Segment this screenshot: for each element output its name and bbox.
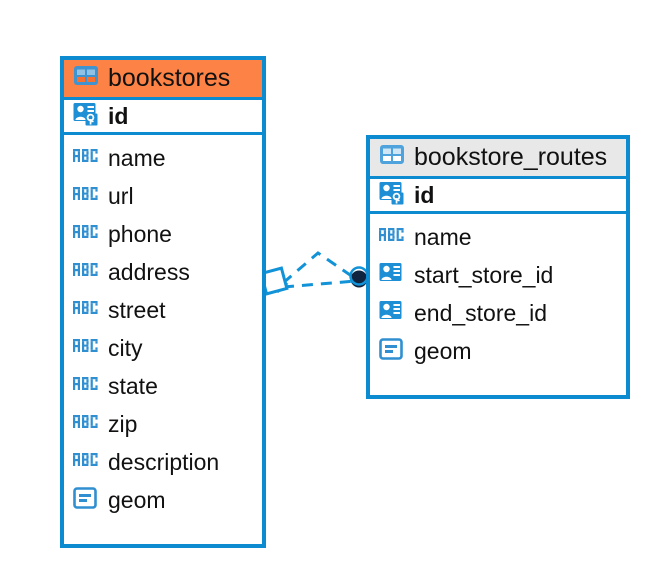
field-row-geom[interactable]: geom: [64, 481, 262, 519]
field-row-address[interactable]: address: [64, 253, 262, 291]
field-label: start_store_id: [414, 261, 554, 288]
field-row-primary-key[interactable]: id: [370, 176, 626, 215]
field-label: geom: [108, 486, 166, 513]
relationship-line-lower: [282, 279, 357, 289]
abc-text-icon: [73, 453, 99, 471]
field-row-street[interactable]: street: [64, 291, 262, 329]
field-label: street: [108, 296, 166, 323]
field-row-geom[interactable]: geom: [370, 332, 626, 370]
field-label: city: [108, 334, 143, 361]
abc-text-icon: [73, 339, 99, 357]
abc-text-icon: [73, 415, 99, 433]
field-label: zip: [108, 410, 138, 437]
abc-text-icon: [73, 225, 99, 243]
foreign-key-icon: [379, 262, 405, 288]
field-label: name: [414, 223, 472, 250]
field-label: phone: [108, 220, 172, 247]
entity-header-bookstore-routes[interactable]: bookstore_routes: [370, 139, 626, 177]
abc-text-icon: [73, 301, 99, 319]
field-row-primary-key[interactable]: id: [64, 97, 262, 136]
table-grid-icon: [379, 144, 405, 170]
field-row-zip[interactable]: zip: [64, 405, 262, 443]
entity-table-bookstore-routes[interactable]: bookstore_routes: [366, 135, 630, 399]
field-label: url: [108, 182, 134, 209]
field-row-phone[interactable]: phone: [64, 215, 262, 253]
field-row-url[interactable]: url: [64, 177, 262, 215]
field-row-description[interactable]: description: [64, 443, 262, 481]
field-label: name: [108, 144, 166, 171]
field-row-city[interactable]: city: [64, 329, 262, 367]
relationship-diamond-tail: [276, 275, 289, 294]
field-label: geom: [414, 337, 472, 364]
relationship-endpoint-ring: [349, 266, 369, 286]
entity-header-bookstores[interactable]: bookstores: [64, 60, 262, 98]
primary-key-icon: [379, 181, 405, 210]
field-row-name[interactable]: name: [370, 218, 626, 256]
field-label: state: [108, 372, 158, 399]
field-row-end-store-id[interactable]: end_store_id: [370, 294, 626, 332]
abc-text-icon: [73, 187, 99, 205]
abc-text-icon: [73, 263, 99, 281]
field-label: description: [108, 448, 220, 475]
abc-text-icon: [379, 228, 405, 246]
field-row-state[interactable]: state: [64, 367, 262, 405]
field-label: end_store_id: [414, 299, 547, 326]
field-row-name[interactable]: name: [64, 139, 262, 177]
relationship-endpoint-circle: [350, 270, 368, 288]
field-label: address: [108, 258, 190, 285]
field-list-bookstore-routes: name start_store_id: [370, 214, 626, 375]
entity-table-bookstores[interactable]: bookstores: [60, 56, 266, 548]
entity-title: bookstores: [108, 64, 231, 92]
relationship-line-upper: [282, 251, 357, 285]
entity-title: bookstore_routes: [414, 143, 608, 171]
abc-text-icon: [73, 377, 99, 395]
field-list-bookstores: name: [64, 135, 262, 524]
table-grid-icon: [73, 65, 99, 91]
primary-key-icon: [73, 102, 99, 131]
geometry-icon: [73, 486, 99, 514]
abc-text-icon: [73, 149, 99, 167]
field-label: id: [414, 181, 435, 208]
field-row-start-store-id[interactable]: start_store_id: [370, 256, 626, 294]
foreign-key-icon: [379, 300, 405, 326]
geometry-icon: [379, 337, 405, 365]
field-label: id: [108, 102, 129, 129]
